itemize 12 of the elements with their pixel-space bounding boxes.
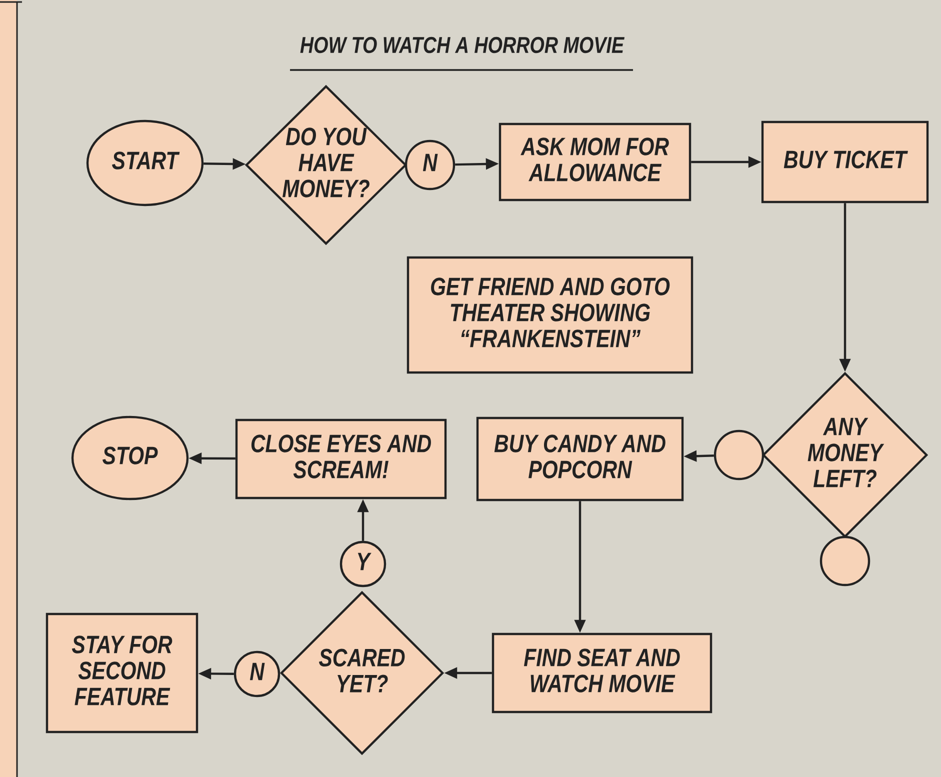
- process-box: STAY FOR SECOND FEATURE: [46, 612, 198, 734]
- stop-oval: STOP: [71, 416, 189, 500]
- process-box: CLOSE EYES AND SCREAM!: [235, 418, 447, 500]
- connector-circle: [714, 430, 764, 480]
- process-box: GET FRIEND AND GOTO THEATER SHOWING “FRANKENSTEIN”: [406, 256, 694, 374]
- connector-circle: [820, 536, 870, 586]
- process-box: FIND SEAT AND WATCH MOVIE: [492, 632, 712, 714]
- title: HOW TO WATCH A HORROR MOVIE: [300, 36, 625, 54]
- process-box: BUY TICKET: [761, 120, 929, 204]
- process-box: BUY CANDY AND POPCORN: [476, 416, 684, 502]
- process-box: ASK MOM FOR ALLOWANCE: [498, 122, 692, 202]
- start-oval: START: [86, 120, 204, 206]
